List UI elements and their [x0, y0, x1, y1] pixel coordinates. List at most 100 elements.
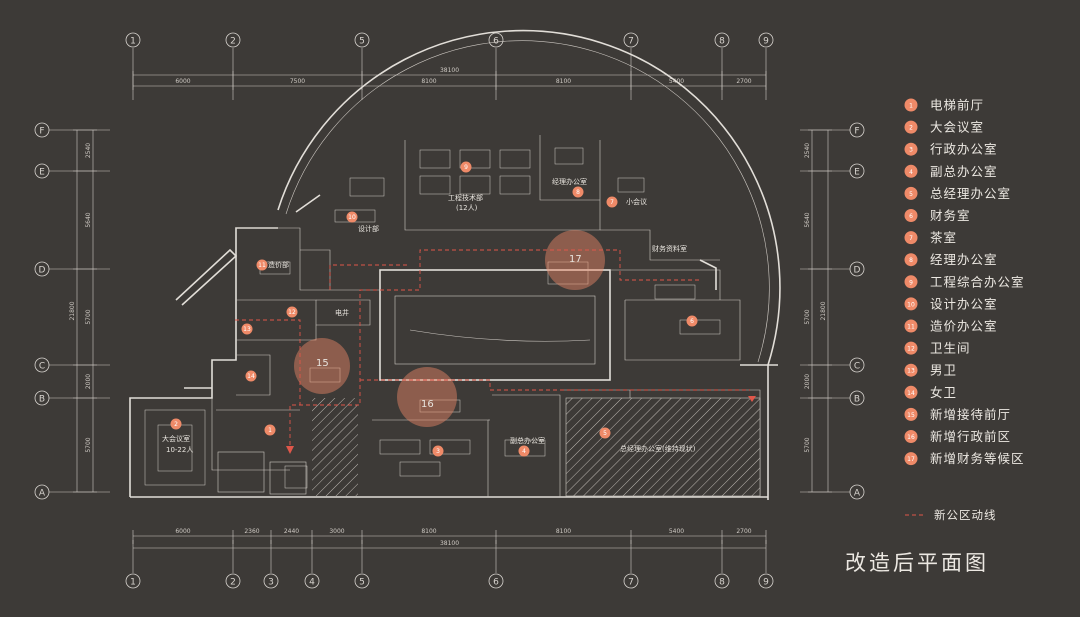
plan-marker-11 — [256, 259, 268, 271]
room-label-gm: 总经理办公室(维持现状) — [620, 444, 696, 453]
legend-marker-16 — [904, 430, 918, 443]
legend-marker-3 — [904, 142, 918, 156]
grid-column-label: 9 — [763, 37, 769, 47]
grid-row-label: C — [854, 362, 860, 372]
grid-column-bubble — [304, 573, 320, 589]
plan-marker-1 — [264, 424, 276, 436]
legend-marker-8 — [904, 253, 918, 267]
grid-column-bubble — [758, 573, 774, 589]
plan-marker-number: 13 — [243, 326, 251, 333]
legend-marker-4 — [904, 164, 918, 178]
building-outline — [129, 29, 781, 500]
dimension-segment: 2540 — [85, 143, 92, 158]
legend-marker-number: 14 — [907, 390, 915, 397]
plan-marker-number: 10 — [348, 214, 356, 221]
grid-row-label: E — [854, 168, 860, 178]
legend-marker-17 — [904, 452, 918, 466]
plan-marker-9 — [460, 161, 472, 173]
plan-marker-number: 3 — [436, 448, 440, 455]
grid-column-bubble — [488, 573, 504, 589]
hatched-zone-gm — [566, 398, 760, 496]
bubble-label-17: 17 — [569, 254, 582, 265]
legend-marker-1 — [904, 98, 918, 112]
grid-row-label: F — [854, 127, 859, 137]
grid-column-label: 4 — [309, 578, 315, 588]
legend-marker-6 — [904, 209, 918, 222]
grid-column-label: 9 — [763, 578, 769, 588]
grid-row-label: D — [854, 266, 861, 276]
dimension-total: 21800 — [820, 301, 827, 320]
grid-row-label: C — [39, 362, 45, 372]
plan-marker-number: 1 — [268, 427, 272, 434]
grid-row-bubble — [34, 163, 50, 179]
legend-label: 总经理办公室 — [930, 186, 1011, 201]
grid-column-bubble — [125, 32, 141, 48]
dimension-segment: 6000 — [175, 78, 190, 85]
plan-marker-13 — [241, 323, 253, 335]
dimension-segment: 2000 — [804, 374, 811, 389]
legend-marker-number: 13 — [907, 368, 915, 375]
grid-column-bubble — [714, 32, 730, 48]
grid-column-bubble — [354, 573, 370, 589]
bubble-label-15: 15 — [316, 358, 329, 369]
legend-label: 茶室 — [930, 230, 957, 245]
legend-marker-9 — [904, 275, 918, 289]
room-label-big-meeting-cap: 10-22人 — [166, 446, 193, 454]
grid-row-label: A — [854, 489, 861, 499]
plan-marker-2 — [170, 418, 182, 430]
legend-label: 女卫 — [930, 385, 957, 400]
grid-column-bubble — [758, 32, 774, 48]
dimension-segment: 2540 — [804, 143, 811, 158]
legend-marker-5 — [904, 186, 918, 200]
dimension-segment: 3000 — [329, 528, 344, 535]
room-label-electric: 电井 — [335, 308, 349, 317]
legend-marker-number: 16 — [907, 434, 915, 441]
legend-marker-13 — [904, 363, 918, 377]
legend-label: 电梯前厅 — [930, 98, 984, 113]
dimension-segment: 2700 — [736, 528, 751, 535]
legend-marker-12 — [904, 341, 918, 355]
grid-row-bubble — [34, 357, 50, 373]
plan-marker-number: 4 — [522, 448, 526, 455]
plan-marker-10 — [346, 211, 358, 223]
legend-label: 卫生间 — [930, 341, 971, 356]
legend-label: 造价办公室 — [930, 319, 998, 334]
bubble-label-16: 16 — [421, 399, 434, 410]
dimension-total: 21800 — [69, 301, 76, 320]
legend-marker-14 — [904, 385, 918, 399]
grid-column-label: 1 — [130, 37, 136, 47]
grid-column-bubble — [125, 573, 141, 589]
dimension-segment: 5400 — [669, 528, 684, 535]
room-label-finance-files: 财务资料室 — [652, 244, 687, 253]
dimension-segment: 8100 — [556, 78, 571, 85]
dimension-segment: 5700 — [804, 309, 811, 324]
dimension-segment: 8100 — [556, 528, 571, 535]
grid-column-bubble — [623, 32, 639, 48]
grid-column-bubble — [488, 32, 504, 48]
grid-row-label: A — [39, 489, 46, 499]
room-label-big-meeting: 大会议室 — [162, 434, 190, 443]
room-label-engineering: 工程技术部 — [448, 193, 483, 202]
dimension-segment: 6000 — [175, 528, 190, 535]
legend-label: 新增财务等候区 — [930, 451, 1025, 466]
room-label-costing: 造价部 — [268, 260, 289, 269]
legend-marker-number: 11 — [907, 324, 915, 331]
legend-marker-number: 15 — [907, 412, 915, 419]
grid-column-label: 2 — [230, 578, 236, 588]
legend-marker-number: 6 — [909, 213, 913, 220]
legend-marker-7 — [904, 231, 918, 245]
legend-label: 男卫 — [930, 363, 957, 378]
grid-column-bubble — [225, 573, 241, 589]
zone-finance-waiting — [545, 230, 605, 290]
page-title: 改造后平面图 — [845, 551, 989, 575]
grid-column-bubble — [354, 32, 370, 48]
hatched-zone-west — [312, 398, 358, 496]
grid-row-label: B — [854, 395, 860, 405]
dimension-segment: 5700 — [85, 437, 92, 452]
grid-row-label: B — [39, 395, 45, 405]
dimension-total: 38100 — [440, 67, 459, 74]
plan-marker-number: 11 — [258, 262, 266, 269]
